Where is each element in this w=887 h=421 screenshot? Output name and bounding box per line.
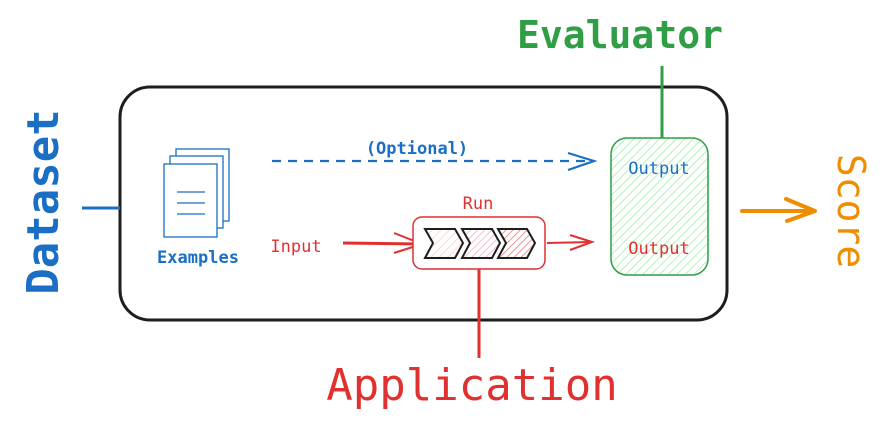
- input-label: Input: [270, 237, 321, 257]
- application-label: Application: [326, 360, 617, 411]
- documents-icon: [163, 148, 230, 238]
- optional-label: (Optional): [366, 139, 468, 159]
- run-output-label: Output: [628, 239, 689, 259]
- optional-arrowhead: [567, 151, 598, 172]
- evaluator-label: Evaluator: [517, 13, 723, 57]
- dataset-label: Dataset: [18, 109, 69, 294]
- examples-label: Examples: [157, 248, 239, 268]
- run-step-2: [460, 228, 502, 259]
- run-step-3: [496, 228, 537, 259]
- evaluator-box: [610, 137, 709, 276]
- run-steps: [423, 228, 537, 259]
- score-arrowhead: [784, 197, 817, 223]
- input-arrow: [342, 241, 421, 246]
- run-output-arrowhead: [569, 234, 596, 251]
- run-step-1: [423, 228, 465, 259]
- run-label: Run: [463, 194, 494, 214]
- reference-output-label: Output: [628, 159, 689, 179]
- score-label: Score: [829, 154, 873, 268]
- run-output-arrow: [546, 241, 593, 244]
- dataset-frame: [118, 85, 729, 322]
